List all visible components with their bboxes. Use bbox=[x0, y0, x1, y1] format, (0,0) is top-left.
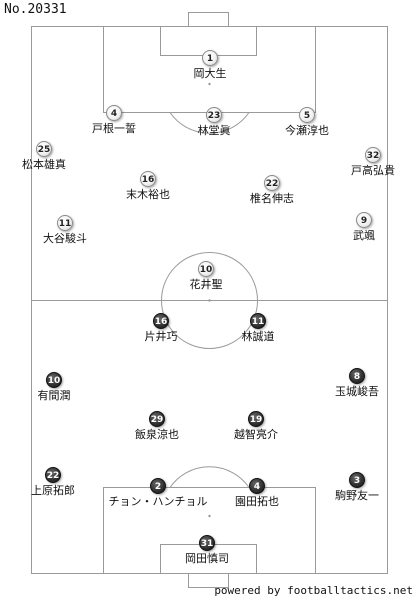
center-spot bbox=[208, 299, 211, 302]
top-penalty-area bbox=[103, 26, 316, 113]
credit-text: powered by footballtactics.net bbox=[214, 584, 413, 597]
top-penalty-arc bbox=[169, 112, 250, 134]
top-goal-area bbox=[160, 26, 257, 56]
page-title: No.20331 bbox=[4, 2, 67, 17]
top-penalty-spot bbox=[208, 82, 211, 86]
bottom-penalty-arc bbox=[169, 466, 250, 488]
bottom-penalty-spot bbox=[208, 514, 211, 518]
bottom-goal-area bbox=[160, 544, 257, 574]
top-goal bbox=[188, 12, 229, 27]
bottom-penalty-area bbox=[103, 487, 316, 574]
center-circle bbox=[161, 252, 258, 349]
